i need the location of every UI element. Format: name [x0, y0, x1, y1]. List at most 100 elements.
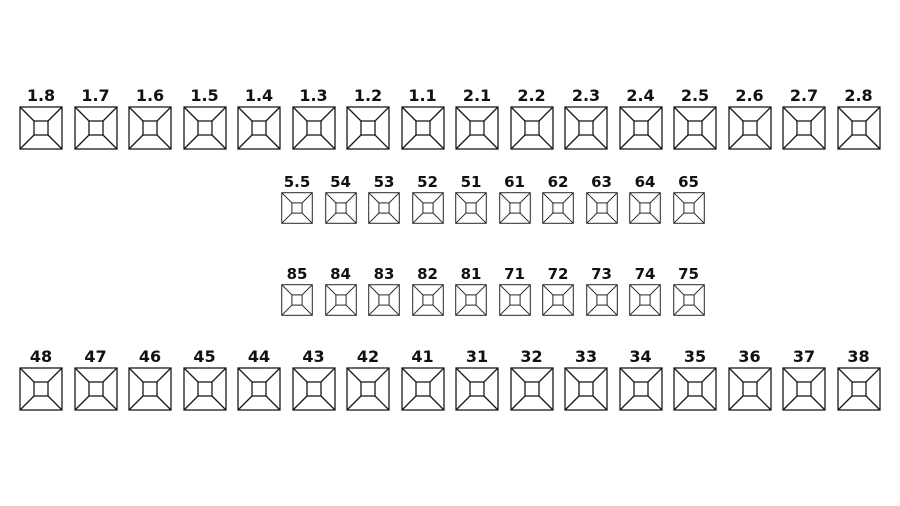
tooth-surface-diagram[interactable] — [455, 106, 499, 150]
tooth-surface-diagram[interactable] — [564, 367, 608, 411]
tooth-41[interactable]: 41 — [400, 347, 446, 411]
tooth-1.4[interactable]: 1.4 — [236, 86, 282, 150]
tooth-42[interactable]: 42 — [345, 347, 391, 411]
tooth-surface-diagram[interactable] — [629, 284, 661, 316]
tooth-75[interactable]: 75 — [666, 264, 712, 316]
tooth-surface-diagram[interactable] — [727, 106, 772, 150]
tooth-surface-diagram[interactable] — [629, 192, 661, 224]
tooth-surface-diagram[interactable] — [237, 106, 281, 150]
tooth-surface-diagram[interactable] — [291, 106, 336, 150]
tooth-surface-diagram[interactable] — [281, 192, 313, 224]
tooth-surface-diagram[interactable] — [542, 192, 574, 224]
tooth-surface-diagram[interactable] — [564, 106, 608, 150]
tooth-32[interactable]: 32 — [509, 347, 555, 411]
tooth-65[interactable]: 65 — [666, 172, 712, 224]
tooth-surface-diagram[interactable] — [346, 367, 390, 411]
tooth-2.2[interactable]: 2.2 — [509, 86, 555, 150]
tooth-surface-diagram[interactable] — [585, 192, 618, 224]
tooth-surface-diagram[interactable] — [400, 106, 445, 150]
tooth-surface-diagram[interactable] — [782, 367, 826, 411]
tooth-surface-diagram[interactable] — [455, 192, 487, 224]
tooth-72[interactable]: 72 — [535, 264, 581, 316]
tooth-54[interactable]: 54 — [318, 172, 364, 224]
tooth-62[interactable]: 62 — [535, 172, 581, 224]
tooth-surface-diagram[interactable] — [73, 367, 118, 411]
tooth-38[interactable]: 38 — [836, 347, 882, 411]
tooth-36[interactable]: 36 — [727, 347, 773, 411]
tooth-52[interactable]: 52 — [405, 172, 451, 224]
tooth-surface-diagram[interactable] — [455, 367, 499, 411]
tooth-1.5[interactable]: 1.5 — [182, 86, 228, 150]
tooth-81[interactable]: 81 — [448, 264, 494, 316]
tooth-31[interactable]: 31 — [454, 347, 500, 411]
tooth-surface-diagram[interactable] — [73, 106, 118, 150]
tooth-63[interactable]: 63 — [579, 172, 625, 224]
tooth-surface-diagram[interactable] — [672, 192, 705, 224]
tooth-surface-diagram[interactable] — [400, 367, 445, 411]
tooth-1.3[interactable]: 1.3 — [291, 86, 337, 150]
tooth-surface-diagram[interactable] — [782, 106, 826, 150]
tooth-45[interactable]: 45 — [182, 347, 228, 411]
tooth-33[interactable]: 33 — [563, 347, 609, 411]
tooth-surface-diagram[interactable] — [509, 106, 554, 150]
tooth-surface-diagram[interactable] — [618, 367, 663, 411]
tooth-surface-diagram[interactable] — [128, 106, 172, 150]
tooth-1.2[interactable]: 1.2 — [345, 86, 391, 150]
tooth-48[interactable]: 48 — [18, 347, 64, 411]
tooth-74[interactable]: 74 — [622, 264, 668, 316]
tooth-83[interactable]: 83 — [361, 264, 407, 316]
tooth-85[interactable]: 85 — [274, 264, 320, 316]
tooth-surface-diagram[interactable] — [182, 367, 227, 411]
tooth-surface-diagram[interactable] — [411, 284, 444, 316]
tooth-surface-diagram[interactable] — [128, 367, 172, 411]
tooth-1.1[interactable]: 1.1 — [400, 86, 446, 150]
tooth-surface-diagram[interactable] — [346, 106, 390, 150]
tooth-44[interactable]: 44 — [236, 347, 282, 411]
tooth-37[interactable]: 37 — [781, 347, 827, 411]
tooth-61[interactable]: 61 — [492, 172, 538, 224]
tooth-34[interactable]: 34 — [618, 347, 664, 411]
tooth-71[interactable]: 71 — [492, 264, 538, 316]
tooth-84[interactable]: 84 — [318, 264, 364, 316]
tooth-surface-diagram[interactable] — [498, 192, 531, 224]
tooth-surface-diagram[interactable] — [281, 284, 313, 316]
tooth-82[interactable]: 82 — [405, 264, 451, 316]
tooth-surface-diagram[interactable] — [368, 192, 400, 224]
tooth-43[interactable]: 43 — [291, 347, 337, 411]
tooth-46[interactable]: 46 — [127, 347, 173, 411]
tooth-surface-diagram[interactable] — [324, 284, 357, 316]
tooth-surface-diagram[interactable] — [585, 284, 618, 316]
tooth-64[interactable]: 64 — [622, 172, 668, 224]
tooth-1.6[interactable]: 1.6 — [127, 86, 173, 150]
tooth-surface-diagram[interactable] — [618, 106, 663, 150]
tooth-surface-diagram[interactable] — [19, 367, 63, 411]
tooth-surface-diagram[interactable] — [836, 367, 881, 411]
tooth-surface-diagram[interactable] — [509, 367, 554, 411]
tooth-2.7[interactable]: 2.7 — [781, 86, 827, 150]
tooth-53[interactable]: 53 — [361, 172, 407, 224]
tooth-surface-diagram[interactable] — [455, 284, 487, 316]
tooth-73[interactable]: 73 — [579, 264, 625, 316]
tooth-surface-diagram[interactable] — [237, 367, 281, 411]
tooth-surface-diagram[interactable] — [291, 367, 336, 411]
tooth-surface-diagram[interactable] — [19, 106, 63, 150]
tooth-surface-diagram[interactable] — [727, 367, 772, 411]
tooth-1.7[interactable]: 1.7 — [73, 86, 119, 150]
tooth-2.8[interactable]: 2.8 — [836, 86, 882, 150]
tooth-surface-diagram[interactable] — [324, 192, 357, 224]
tooth-surface-diagram[interactable] — [673, 106, 717, 150]
tooth-surface-diagram[interactable] — [411, 192, 444, 224]
tooth-1.8[interactable]: 1.8 — [18, 86, 64, 150]
tooth-2.3[interactable]: 2.3 — [563, 86, 609, 150]
tooth-47[interactable]: 47 — [73, 347, 119, 411]
tooth-2.4[interactable]: 2.4 — [618, 86, 664, 150]
tooth-surface-diagram[interactable] — [368, 284, 400, 316]
tooth-2.1[interactable]: 2.1 — [454, 86, 500, 150]
tooth-surface-diagram[interactable] — [672, 284, 705, 316]
tooth-surface-diagram[interactable] — [182, 106, 227, 150]
tooth-51[interactable]: 51 — [448, 172, 494, 224]
tooth-surface-diagram[interactable] — [836, 106, 881, 150]
tooth-surface-diagram[interactable] — [542, 284, 574, 316]
tooth-surface-diagram[interactable] — [498, 284, 531, 316]
tooth-2.5[interactable]: 2.5 — [672, 86, 718, 150]
